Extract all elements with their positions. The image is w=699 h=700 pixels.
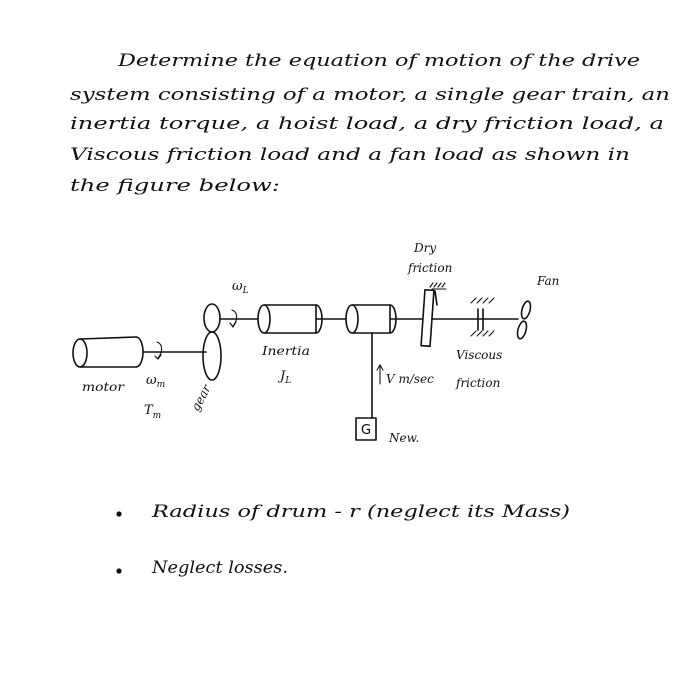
viscous-label-2: friction [455, 376, 500, 390]
viscous-label-1: Viscous [456, 348, 502, 362]
weight-box-label: G [361, 423, 371, 438]
fan-element [516, 300, 532, 340]
weight-box [355, 417, 377, 441]
bullet-1 [116, 511, 122, 517]
dry-friction-element [420, 282, 447, 348]
problem-line-1: Determine the equation of motion of the … [117, 51, 640, 71]
omega-l-label: ωL [232, 279, 249, 296]
problem-line-4: Viscous friction load and a fan load as … [70, 145, 630, 165]
note-1: Radius of drum - r (neglect its Mass) [151, 502, 570, 522]
gear-pair [202, 303, 222, 381]
fan-label: Fan [536, 274, 559, 288]
omega-m-label: ωm [146, 373, 165, 390]
gear-label: gear [188, 381, 214, 413]
omega-l-arrow [231, 309, 238, 327]
notes-list: Radius of drum - r (neglect its Mass) Ne… [116, 502, 570, 578]
note-2: Neglect losses. [151, 558, 288, 578]
motor-label: motor [82, 380, 125, 394]
inertia-label: Inertia [261, 344, 310, 358]
motor-cylinder [72, 336, 144, 368]
velocity-label: V m/sec [386, 372, 434, 386]
weight-units-label: New. [388, 431, 419, 445]
problem-statement: Determine the equation of motion of the … [70, 51, 670, 196]
inertia-cylinder [257, 304, 323, 334]
omega-m-arrow [156, 341, 163, 359]
torque-m-label: Tm [144, 403, 161, 421]
bullet-2 [116, 568, 122, 574]
problem-line-3: inertia torque, a hoist load, a dry fric… [70, 114, 664, 134]
dry-friction-label-2: friction [407, 261, 452, 275]
problem-line-5: the figure below: [70, 176, 280, 196]
viscous-friction-element [470, 297, 495, 337]
problem-line-2: system consisting of a motor, a single g… [70, 85, 670, 105]
dry-friction-label-1: Dry [413, 241, 436, 255]
inertia-symbol: JL [277, 369, 291, 386]
hoist-drum [345, 304, 397, 334]
drive-system-diagram: motor ωm Tm gear ωL Inertia JL V m/sec G… [72, 241, 559, 445]
